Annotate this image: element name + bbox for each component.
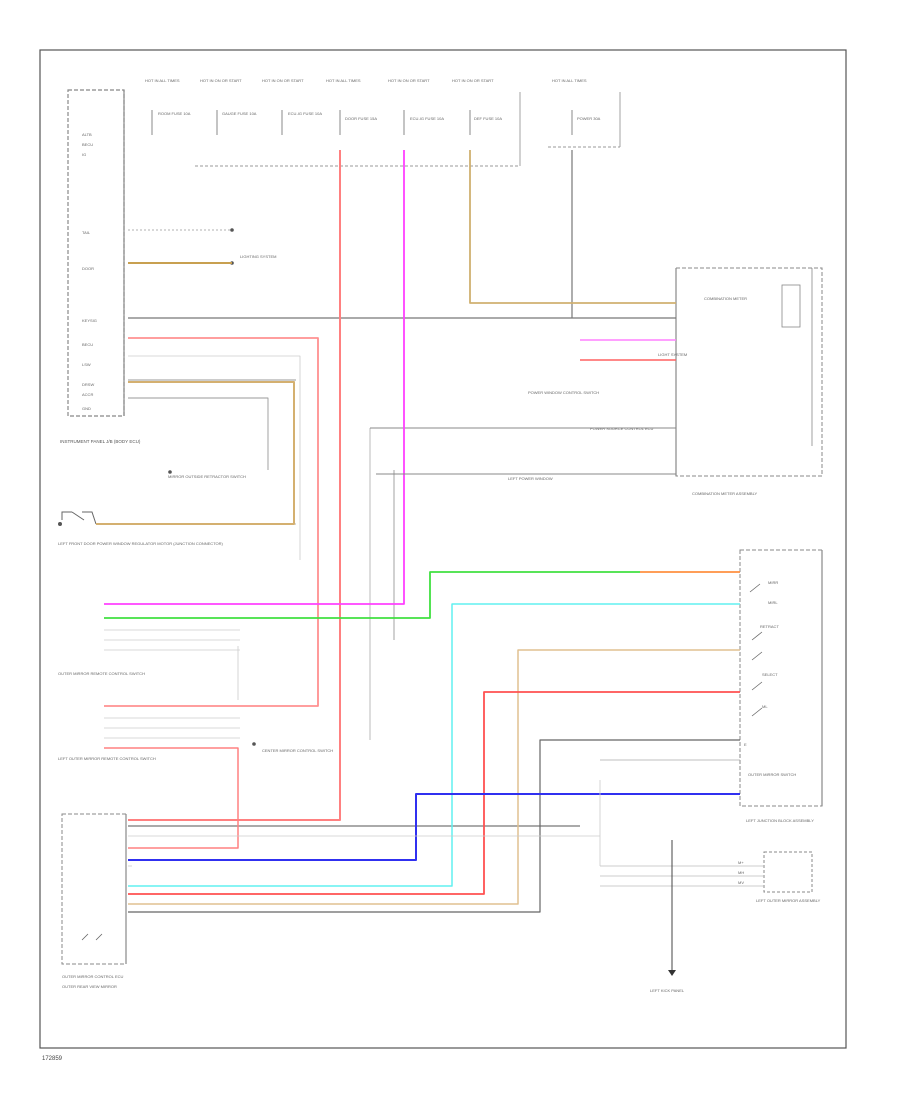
svg-text:LEFT OUTER MIRROR ASSEMBLY: LEFT OUTER MIRROR ASSEMBLY: [756, 898, 821, 903]
svg-text:CENTER MIRROR CONTROL SWITCH: CENTER MIRROR CONTROL SWITCH: [262, 748, 333, 753]
svg-text:OUTER MIRROR CONTROL ECU: OUTER MIRROR CONTROL ECU: [62, 974, 124, 979]
svg-text:MIRR: MIRR: [768, 580, 778, 585]
wires: [96, 150, 740, 913]
svg-text:MV: MV: [738, 880, 744, 885]
svg-text:LEFT JUNCTION BLOCK ASSEMBLY: LEFT JUNCTION BLOCK ASSEMBLY: [746, 818, 814, 823]
figure-code: 172859: [42, 1056, 63, 1062]
svg-text:RETRACT: RETRACT: [760, 624, 779, 629]
svg-text:DOOR FUSE 15A: DOOR FUSE 15A: [345, 116, 377, 121]
left-front-door-switch: LEFT FRONT DOOR POWER WINDOW REGULATOR M…: [58, 511, 296, 546]
fuse-block: HOT IN ALL TIMES ROOM FUSE 10A HOT IN ON…: [145, 78, 621, 167]
fuse-ecu-ig-1: HOT IN ON OR START ECU-IG FUSE 10A: [262, 78, 322, 135]
diagram-frame: [39, 49, 847, 1049]
svg-text:INSTRUMENT PANEL J/B (BODY ECU: INSTRUMENT PANEL J/B (BODY ECU): [60, 439, 141, 444]
instrument-panel-jb: ALTB BECU IG TAIL DOOR KEYSIG BECU LSW D…: [60, 89, 141, 444]
outer-mirror-switch: MIRR MIRL RETRACT SELECT ML E OUTER MIRR…: [739, 549, 823, 823]
svg-text:OUTER MIRROR SWITCH: OUTER MIRROR SWITCH: [748, 772, 796, 777]
svg-text:POWER SOURCE CONTROL ECU: POWER SOURCE CONTROL ECU: [590, 426, 654, 431]
svg-text:ML: ML: [762, 704, 768, 709]
fuse-power: HOT IN ALL TIMES POWER 30A: [552, 78, 601, 135]
fuse-gauge: HOT IN ON OR START GAUGE FUSE 10A: [200, 78, 257, 135]
svg-text:ALTB: ALTB: [82, 132, 92, 137]
svg-text:LSW: LSW: [82, 362, 91, 367]
svg-text:BECU: BECU: [82, 342, 93, 347]
svg-text:DRSW: DRSW: [82, 382, 94, 387]
svg-text:BECU: BECU: [82, 142, 93, 147]
svg-text:GAUGE FUSE 10A: GAUGE FUSE 10A: [222, 111, 257, 116]
svg-text:ECU-IG FUSE 10A: ECU-IG FUSE 10A: [288, 111, 322, 116]
svg-text:HOT IN ON OR START: HOT IN ON OR START: [388, 78, 430, 83]
svg-text:GND: GND: [82, 406, 91, 411]
svg-text:ECU-IG FUSE 10A: ECU-IG FUSE 10A: [410, 116, 444, 121]
svg-text:MH: MH: [738, 870, 744, 875]
svg-text:POWER 30A: POWER 30A: [577, 116, 601, 121]
svg-text:KEYSIG: KEYSIG: [82, 318, 97, 323]
combination-meter-callout: POWER WINDOW CONTROL SWITCH LEFT POWER W…: [369, 390, 676, 740]
svg-text:HOT IN ON OR START: HOT IN ON OR START: [262, 78, 304, 83]
fuse-ecu-ig-2: HOT IN ON OR START ECU-IG FUSE 10A: [388, 78, 444, 135]
outer-mirror-remote: OUTER MIRROR REMOTE CONTROL SWITCH LEFT …: [58, 470, 333, 761]
svg-text:HOT IN ALL TIMES: HOT IN ALL TIMES: [326, 78, 361, 83]
svg-text:TAIL: TAIL: [82, 230, 91, 235]
svg-text:DEF FUSE 10A: DEF FUSE 10A: [474, 116, 502, 121]
svg-text:SELECT: SELECT: [762, 672, 778, 677]
svg-text:MIRL: MIRL: [768, 600, 778, 605]
fuse-door: HOT IN ALL TIMES DOOR FUSE 15A: [326, 78, 377, 135]
svg-text:LIGHTING SYSTEM: LIGHTING SYSTEM: [240, 254, 276, 259]
lighting-system-callout: LIGHTING SYSTEM: [128, 228, 276, 265]
left-outer-mirror: LEFT OUTER MIRROR ASSEMBLY M+ MH MV: [600, 851, 821, 903]
svg-text:POWER WINDOW CONTROL SWITCH: POWER WINDOW CONTROL SWITCH: [528, 390, 599, 395]
svg-text:LEFT KICK PANEL: LEFT KICK PANEL: [650, 988, 685, 993]
svg-text:LEFT POWER WINDOW: LEFT POWER WINDOW: [508, 476, 553, 481]
svg-text:ACCR: ACCR: [82, 392, 93, 397]
svg-text:OUTER MIRROR REMOTE CONTROL SW: OUTER MIRROR REMOTE CONTROL SWITCH: [58, 671, 145, 676]
ground-symbol: LEFT KICK PANEL: [650, 840, 685, 993]
svg-text:MIRROR OUTSIDE RETRACTOR SWITC: MIRROR OUTSIDE RETRACTOR SWITCH: [168, 474, 246, 479]
svg-text:HOT IN ON OR START: HOT IN ON OR START: [452, 78, 494, 83]
svg-text:E: E: [744, 742, 747, 747]
svg-text:LEFT FRONT DOOR POWER WINDOW R: LEFT FRONT DOOR POWER WINDOW REGULATOR M…: [58, 541, 224, 546]
svg-text:COMBINATION METER ASSEMBLY: COMBINATION METER ASSEMBLY: [692, 491, 758, 496]
svg-text:DOOR: DOOR: [82, 266, 94, 271]
fuse-def: HOT IN ON OR START DEF FUSE 10A: [452, 78, 502, 135]
svg-text:COMBINATION METER: COMBINATION METER: [704, 296, 747, 301]
svg-text:M+: M+: [738, 860, 744, 865]
fuse-room: HOT IN ALL TIMES ROOM FUSE 10A: [145, 78, 191, 135]
svg-text:HOT IN ON OR START: HOT IN ON OR START: [200, 78, 242, 83]
svg-text:OUTER REAR VIEW MIRROR: OUTER REAR VIEW MIRROR: [62, 984, 117, 989]
svg-text:LEFT OUTER MIRROR REMOTE CONTR: LEFT OUTER MIRROR REMOTE CONTROL SWITCH: [58, 756, 156, 761]
svg-text:IG: IG: [82, 152, 86, 157]
outer-mirror-control-ecu: OUTER MIRROR CONTROL ECU OUTER REAR VIEW…: [61, 813, 127, 989]
svg-text:HOT IN ALL TIMES: HOT IN ALL TIMES: [145, 78, 180, 83]
svg-text:HOT IN ALL TIMES: HOT IN ALL TIMES: [552, 78, 587, 83]
svg-text:LIGHT SYSTEM: LIGHT SYSTEM: [658, 352, 687, 357]
svg-text:ROOM FUSE 10A: ROOM FUSE 10A: [158, 111, 191, 116]
